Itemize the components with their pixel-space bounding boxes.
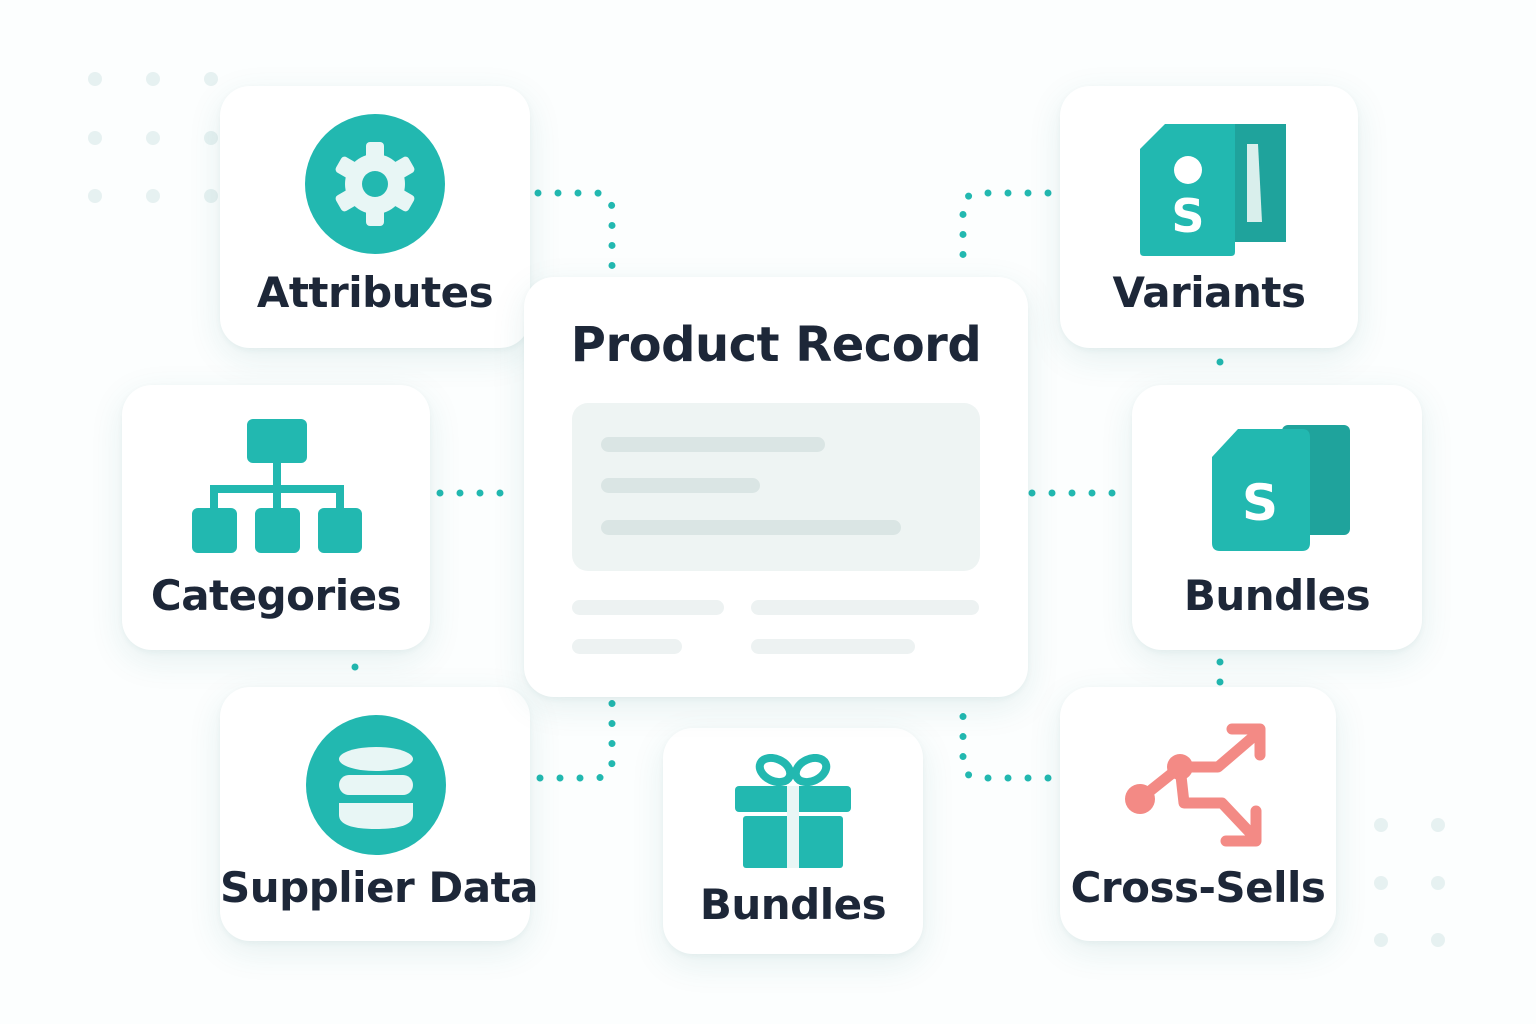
connector-cross-sells	[959, 698, 1052, 782]
product-record-title: Product Record	[570, 317, 982, 373]
placeholder-line	[572, 639, 682, 654]
hierarchy-icon	[192, 419, 362, 553]
branch-arrows-icon	[1125, 723, 1266, 847]
node-label-categories: Categories	[150, 571, 402, 620]
node-label-attributes: Attributes	[256, 268, 494, 317]
connector-supplier-data	[536, 698, 616, 782]
node-label-variants: Variants	[1112, 268, 1306, 317]
connector-variants	[959, 189, 1052, 276]
price-tag-icon: S	[1140, 124, 1286, 256]
node-label-bundles-bottom: Bundles	[699, 880, 887, 929]
product-record-preview-panel	[572, 403, 980, 571]
placeholder-line	[601, 478, 760, 493]
node-label-bundles-right: Bundles	[1183, 571, 1371, 620]
svg-text:S: S	[1242, 474, 1278, 532]
gear-icon	[305, 114, 445, 254]
price-tag-icon: S	[1212, 425, 1350, 551]
placeholder-line	[751, 600, 979, 615]
placeholder-line	[751, 639, 915, 654]
node-card-categories[interactable]: Categories	[122, 385, 430, 650]
connector-attributes	[534, 189, 616, 276]
node-label-supplier-data: Supplier Data	[220, 863, 539, 912]
database-icon	[306, 715, 446, 855]
placeholder-line	[601, 520, 901, 535]
gift-icon	[735, 754, 851, 868]
node-card-attributes[interactable]: Attributes	[220, 86, 530, 348]
node-card-bundles-bottom[interactable]: Bundles	[663, 728, 923, 954]
node-card-supplier-data[interactable]: Supplier Data	[220, 687, 539, 941]
svg-text:S: S	[1171, 189, 1204, 243]
node-label-cross-sells: Cross-Sells	[1070, 863, 1326, 912]
node-card-bundles-right[interactable]: S Bundles	[1132, 385, 1422, 650]
placeholder-line	[601, 437, 825, 452]
node-card-cross-sells[interactable]: Cross-Sells	[1060, 687, 1336, 941]
product-record-card[interactable]: Product Record	[524, 277, 1028, 697]
node-card-variants[interactable]: S Variants	[1060, 86, 1358, 348]
placeholder-line	[572, 600, 724, 615]
